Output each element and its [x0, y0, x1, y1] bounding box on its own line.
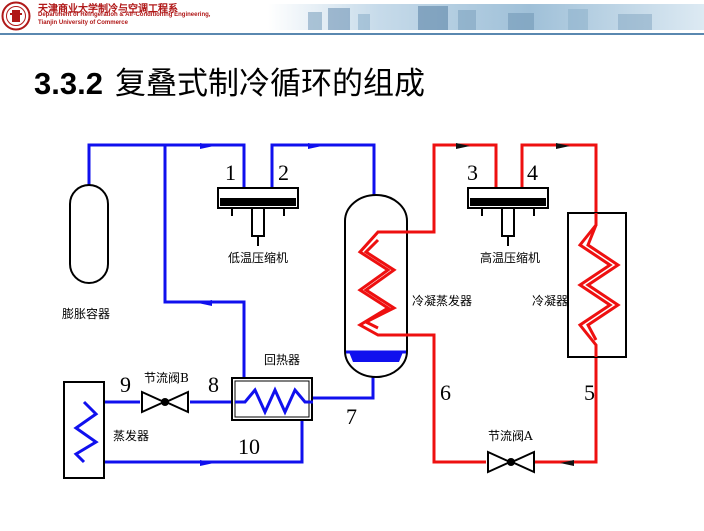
point-label-2: 2 — [278, 160, 289, 185]
point-label-7: 7 — [346, 404, 357, 429]
evaporator-label: 蒸发器 — [113, 428, 149, 443]
university-name-cn: 天津商业大学制冷与空调工程系 — [38, 4, 178, 15]
low-loop-flow-arrows — [198, 143, 322, 466]
throttle-valve-a — [487, 450, 535, 474]
point-label-9: 9 — [120, 372, 131, 397]
low-pipe-liquid — [313, 376, 375, 400]
header-divider — [0, 33, 704, 35]
flow-arrow — [560, 460, 574, 466]
expansion-tank — [69, 184, 109, 284]
point-label-1: 1 — [225, 160, 236, 185]
university-name-en: Tianjin University of Commerce — [38, 20, 128, 26]
cascade-condenser-evaporator — [344, 194, 408, 378]
high-loop-flow-arrows — [456, 143, 574, 466]
condenser — [567, 212, 627, 358]
high-pipe-valve-to-cascade — [408, 333, 486, 464]
flow-arrow — [556, 143, 570, 149]
throttle-valve-b — [141, 390, 189, 414]
valve-a-label: 节流阀A — [488, 429, 533, 443]
evaporator — [63, 381, 105, 479]
point-label-3: 3 — [467, 160, 478, 185]
point-label-10: 10 — [238, 434, 260, 459]
high-temp-compressor — [467, 187, 549, 246]
flow-arrow — [456, 143, 470, 149]
page-title: 3.3.2 复叠式制冷循环的组成 — [34, 58, 425, 103]
section-number: 3.3.2 — [34, 66, 103, 101]
point-label-6: 6 — [440, 380, 451, 405]
flow-arrow — [308, 143, 322, 149]
department-name-en: Department of Refrigeration & Air-Condit… — [38, 12, 211, 18]
flow-arrow — [200, 143, 214, 149]
point-label-4: 4 — [527, 160, 538, 185]
flow-arrow — [198, 300, 212, 306]
low-temp-compressor — [217, 187, 299, 246]
point-label-8: 8 — [208, 372, 219, 397]
expansion-tank-label: 膨胀容器 — [62, 306, 110, 321]
high-pipe-cascade-to-3 — [408, 143, 498, 234]
low-pipe-evap-out — [84, 420, 304, 464]
valve-b-label: 节流阀B — [144, 371, 189, 385]
high-temperature-loop — [408, 143, 598, 464]
flow-arrow — [200, 460, 214, 466]
point-label-5: 5 — [584, 380, 595, 405]
section-title: 复叠式制冷循环的组成 — [114, 66, 425, 102]
low-compressor-label: 低温压缩机 — [228, 250, 288, 265]
high-compressor-label: 高温压缩机 — [480, 250, 540, 265]
condenser-label: 冷凝器 — [532, 293, 568, 308]
regenerator-label: 回热器 — [264, 353, 300, 367]
header-decoration — [268, 4, 704, 30]
university-logo-icon — [1, 1, 31, 31]
header-banner: 天津商业大学制冷与空调工程系 Department of Refrigerati… — [0, 0, 704, 36]
low-pipe-discharge — [270, 143, 376, 200]
high-pipe-condenser-out — [534, 357, 598, 464]
cascade-condenser-label: 冷凝蒸发器 — [412, 293, 472, 308]
regenerative-heat-exchanger — [231, 377, 313, 421]
